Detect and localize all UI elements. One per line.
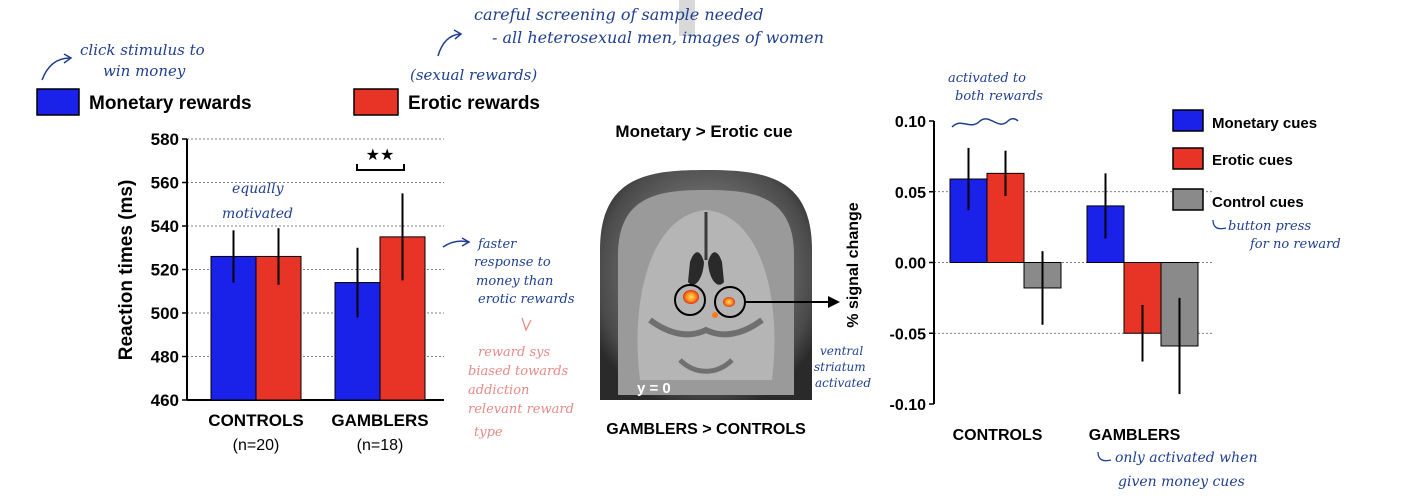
hand-arrowhead-click [63, 53, 73, 64]
note-button-line2: for no reward [1249, 237, 1341, 252]
left-category-sublabel: (n=20) [233, 437, 280, 454]
note-activated-line1: activated to [948, 71, 1026, 86]
hand-arrow-only-money [1097, 451, 1112, 462]
brain-contrast-label: GAMBLERS > CONTROLS [606, 421, 806, 438]
hand-arrow-screening [437, 33, 461, 57]
note-faster-line1: faster [477, 237, 517, 252]
right-tick-label: 0.00 [895, 256, 926, 273]
right-category-label: GAMBLERS [1089, 427, 1181, 444]
significance-stars: ★★ [366, 147, 395, 164]
note-only-line1: only activated when [1115, 450, 1257, 466]
left-tick-label: 480 [151, 348, 179, 367]
note-activated-line2: both rewards [955, 89, 1043, 104]
legend-swatch-control-cues [1172, 188, 1204, 211]
hand-arrow-faster [442, 240, 469, 248]
legend-label-control-cues: Control cues [1212, 194, 1304, 211]
left-category-sublabel: (n=18) [357, 437, 404, 454]
arrow-head [828, 296, 840, 308]
note-ventral-line3: activated [815, 376, 871, 390]
slice-label: y = 0 [637, 380, 671, 397]
note-screening-line1: careful screening of sample needed [474, 5, 764, 24]
screen-tab-fragment [679, 0, 695, 36]
significance-bracket [356, 164, 405, 171]
brain-coronal-slice [600, 170, 812, 400]
legend-label-erotic-cues: Erotic cues [1212, 152, 1293, 169]
left-tick-label: 580 [151, 130, 179, 149]
legend-label-monetary-cues: Monetary cues [1212, 115, 1317, 132]
brain-title: Monetary > Erotic cue [615, 122, 792, 141]
left-category-label: CONTROLS [208, 411, 303, 430]
note-ventral-line2: striatum [814, 360, 866, 374]
note-bias-line1: reward sys [478, 345, 550, 360]
hand-arrow-click [41, 57, 71, 81]
note-bias-line2: biased towards [468, 364, 569, 379]
hand-arrowhead-faster [461, 237, 471, 247]
left-tick-label: 520 [151, 261, 179, 280]
right-tick-label: 0.05 [895, 185, 926, 202]
left-tick-label: 460 [151, 391, 179, 410]
hand-arrow-reward-bias [521, 317, 532, 332]
note-sexual-rewards: (sexual rewards) [410, 66, 537, 84]
note-only-line2: given money cues [1118, 474, 1245, 490]
note-faster-line2: response to [474, 255, 551, 270]
note-ventral-line1: ventral [820, 344, 863, 358]
note-screening-line2: - all heterosexual men, images of women [492, 28, 824, 47]
right-y-axis-label: % signal change [845, 202, 862, 327]
hand-arrowhead-screening [453, 29, 463, 40]
note-click-stimulus-line1: click stimulus to [80, 41, 205, 59]
left-tick-label: 540 [151, 217, 179, 236]
note-click-stimulus-line2: win money [103, 62, 186, 80]
legend-label-monetary: Monetary rewards [89, 93, 252, 114]
note-faster-line3: money than [476, 274, 553, 289]
left-tick-label: 500 [151, 304, 179, 323]
left-y-axis-label: Reaction times (ms) [116, 180, 137, 361]
note-bias-line4: relevant reward [468, 402, 574, 417]
right-tick-label: -0.05 [890, 326, 927, 343]
right-tick-label: -0.10 [890, 397, 927, 414]
note-equally-line2: motivated [222, 206, 293, 222]
hand-squiggle [951, 117, 1019, 128]
note-equally-line1: equally [232, 181, 285, 197]
right-category-label: CONTROLS [953, 427, 1043, 444]
note-button-line1: button press [1228, 219, 1311, 234]
left-tick-label: 560 [151, 174, 179, 193]
note-bias-line5: type [474, 425, 503, 440]
hand-arrow-button-press [1212, 219, 1227, 230]
legend-label-erotic: Erotic rewards [408, 93, 540, 114]
legend-swatch-erotic [353, 88, 399, 116]
left-category-label: GAMBLERS [331, 411, 428, 430]
legend-swatch-monetary [36, 88, 80, 116]
right-tick-label: 0.10 [895, 114, 926, 131]
note-bias-line3: addiction [468, 383, 529, 398]
legend-swatch-erotic-cues [1172, 147, 1204, 170]
legend-swatch-monetary-cues [1172, 109, 1204, 132]
note-faster-line4: erotic rewards [478, 292, 575, 307]
